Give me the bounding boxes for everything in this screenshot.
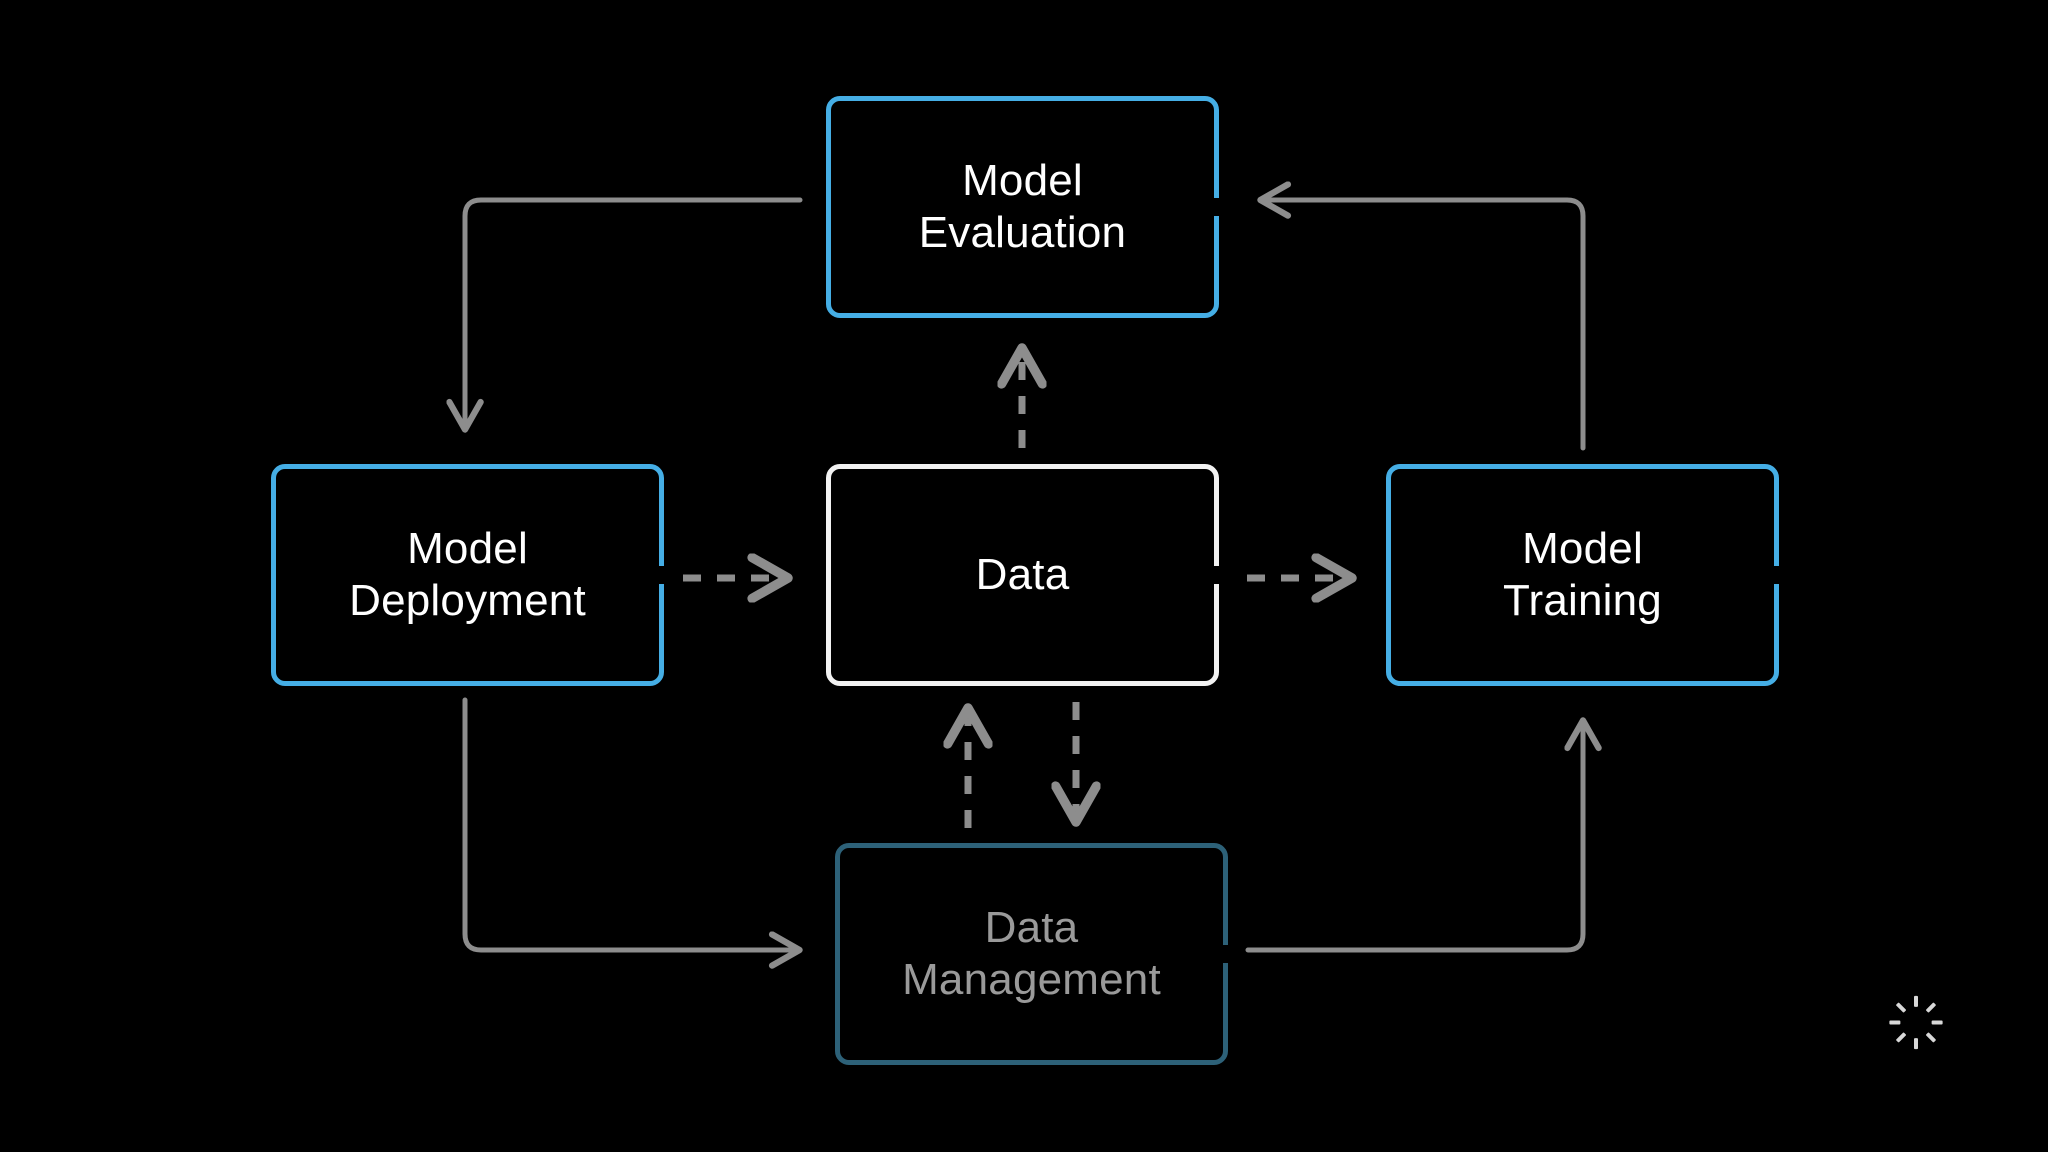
node-model-training-label: Model Training <box>1503 524 1662 625</box>
spinner-tick <box>1914 1037 1918 1049</box>
node-port-gap-icon <box>1210 566 1222 584</box>
spinner-tick <box>1925 1031 1937 1043</box>
node-model-evaluation[interactable]: Model Evaluation <box>826 96 1222 318</box>
node-model-training[interactable]: Model Training <box>1386 464 1782 686</box>
loading-spinner-icon <box>1884 990 1948 1054</box>
edge-management-to-training <box>1245 717 1602 953</box>
node-model-deployment[interactable]: Model Deployment <box>271 464 667 686</box>
edge-deployment-to-management <box>462 697 803 969</box>
node-port-gap-icon <box>1770 566 1782 584</box>
spinner-tick <box>1895 1001 1907 1013</box>
spinner-tick <box>1889 1020 1901 1024</box>
node-port-gap-icon <box>1210 198 1222 216</box>
spinner-tick <box>1914 995 1918 1007</box>
node-data-management-label: Data Management <box>902 903 1161 1004</box>
node-data-label: Data <box>975 550 1070 600</box>
spinner-tick <box>1931 1020 1943 1024</box>
node-model-deployment-label: Model Deployment <box>349 524 586 625</box>
node-port-gap-icon <box>1219 945 1231 963</box>
spinner-tick <box>1925 1001 1937 1013</box>
node-data[interactable]: Data <box>826 464 1222 686</box>
node-model-evaluation-label: Model Evaluation <box>918 156 1127 257</box>
edge-training-to-evaluation <box>1257 181 1586 451</box>
edge-evaluation-to-deployment <box>446 197 803 433</box>
node-port-gap-icon <box>655 566 667 584</box>
spinner-tick <box>1895 1031 1907 1043</box>
node-data-management[interactable]: Data Management <box>835 843 1231 1065</box>
